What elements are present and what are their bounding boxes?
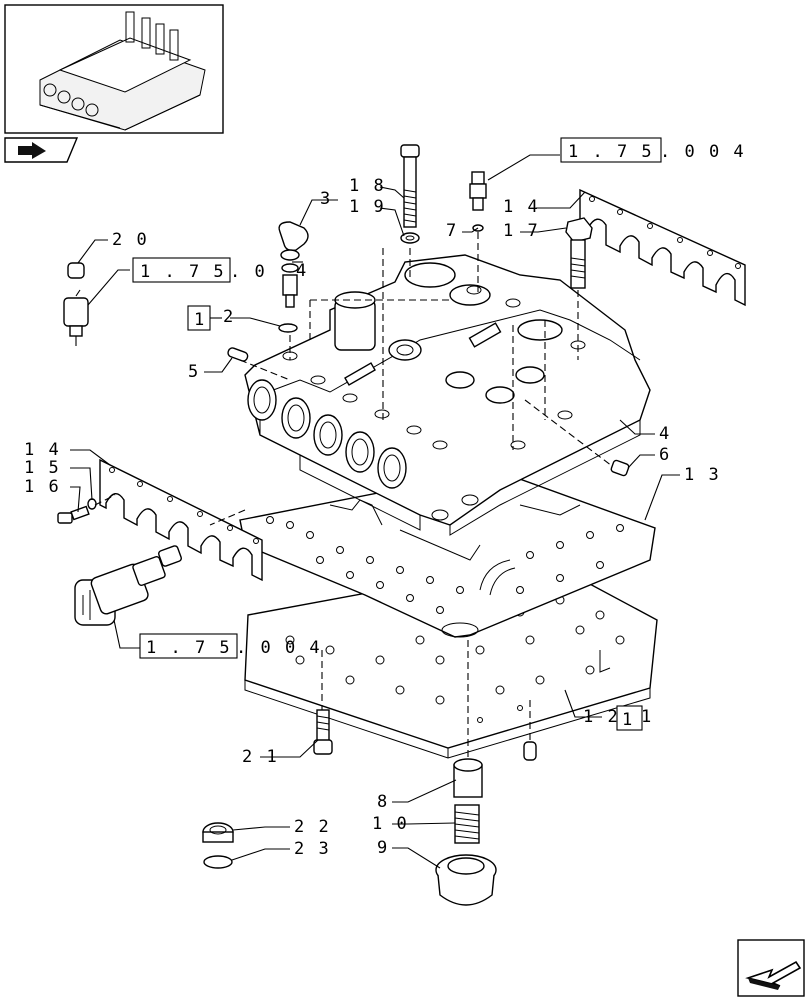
callout-17: 1 7 [503, 221, 540, 241]
bolt-17 [565, 217, 593, 289]
o-ring-23 [203, 855, 233, 869]
callout-1-suffix: 1 [641, 707, 653, 727]
callout-labels: 1 8 3 1 9 1 4 7 1 7 2 0 2 5 4 6 1 3 1 4 … [24, 176, 721, 859]
reference-1-75-0-mid[interactable]: 1 . 7 5 . 0 [132, 257, 267, 283]
ref-mid-tail-label: . 0 [230, 262, 267, 282]
callout-3: 3 [320, 189, 332, 209]
callout-19: 1 9 [349, 197, 386, 217]
screw-16 [57, 498, 97, 524]
callout-16: 1 6 [24, 477, 61, 497]
callout-leaders [70, 154, 680, 869]
ref-box-1-left-label: 1 [194, 310, 206, 330]
bolt-18 [400, 144, 420, 244]
callout-14-top: 1 4 [503, 197, 540, 217]
callout-15: 1 5 [24, 458, 61, 478]
fitting-3-4-2 [278, 221, 309, 333]
callout-21: 2 1 [242, 747, 279, 767]
plug-22 [202, 822, 234, 843]
assembly-thumbnail[interactable] [4, 4, 224, 134]
callout-4: 4 [659, 424, 671, 444]
plug-9 [435, 854, 497, 906]
ref-low-tail-label: . 0 0 4 [236, 638, 322, 658]
valve-body [244, 254, 651, 536]
reference-1-75-0-04-top[interactable]: 1 . 7 5 . 0 0 4 [560, 137, 746, 163]
spacer-bracket-lower [99, 458, 263, 582]
pressure-sensor-top [469, 171, 487, 232]
callout-14-left: 1 4 [24, 440, 61, 460]
callout-23: 2 3 [294, 839, 331, 859]
spring-10 [454, 804, 480, 844]
callout-9: 9 [377, 838, 389, 858]
temperature-sensor-20 [63, 262, 89, 346]
solenoid-valve [74, 545, 182, 626]
callout-22: 2 2 [294, 817, 331, 837]
callout-13: 1 3 [684, 465, 721, 485]
callout-18: 1 8 [349, 176, 386, 196]
pin-11 [523, 741, 537, 761]
ref-box-1-right-label: 1 [622, 710, 634, 730]
ref-top-tail-label: . 0 0 4 [660, 142, 746, 162]
gasket-holes [266, 516, 624, 614]
callout-12: 1 2 [583, 707, 620, 727]
ref-low-box-label: 1 . 7 5 [146, 638, 232, 658]
assembly-guide-lines [94, 232, 613, 760]
reference-box-1-right[interactable]: 1 [616, 705, 643, 731]
pin-6 [610, 459, 630, 477]
next-page-icon[interactable] [737, 939, 805, 997]
callout-7: 7 [446, 221, 458, 241]
gasket [239, 469, 656, 638]
previous-page-icon[interactable] [4, 137, 79, 163]
pin-5 [227, 347, 249, 362]
bolt-21 [313, 709, 333, 755]
callout-20: 2 0 [112, 230, 149, 250]
callout-4-fitting: 4 [296, 261, 308, 281]
sleeve-8 [453, 758, 483, 798]
callout-5: 5 [188, 362, 200, 382]
callout-2: 2 [223, 307, 235, 327]
ref-top-box-label: 1 . 7 5 [568, 142, 654, 162]
spacer-bracket-upper [579, 188, 746, 307]
callout-8: 8 [377, 792, 389, 812]
callout-6: 6 [659, 445, 671, 465]
ref-mid-box-label: 1 . 7 5 [140, 262, 226, 282]
callout-10: 1 0 [372, 814, 409, 834]
reference-box-1-left[interactable]: 1 [187, 305, 211, 331]
valve-body-ports [247, 285, 586, 521]
reference-1-75-0-04-low[interactable]: 1 . 7 5 . 0 0 4 [139, 633, 322, 659]
